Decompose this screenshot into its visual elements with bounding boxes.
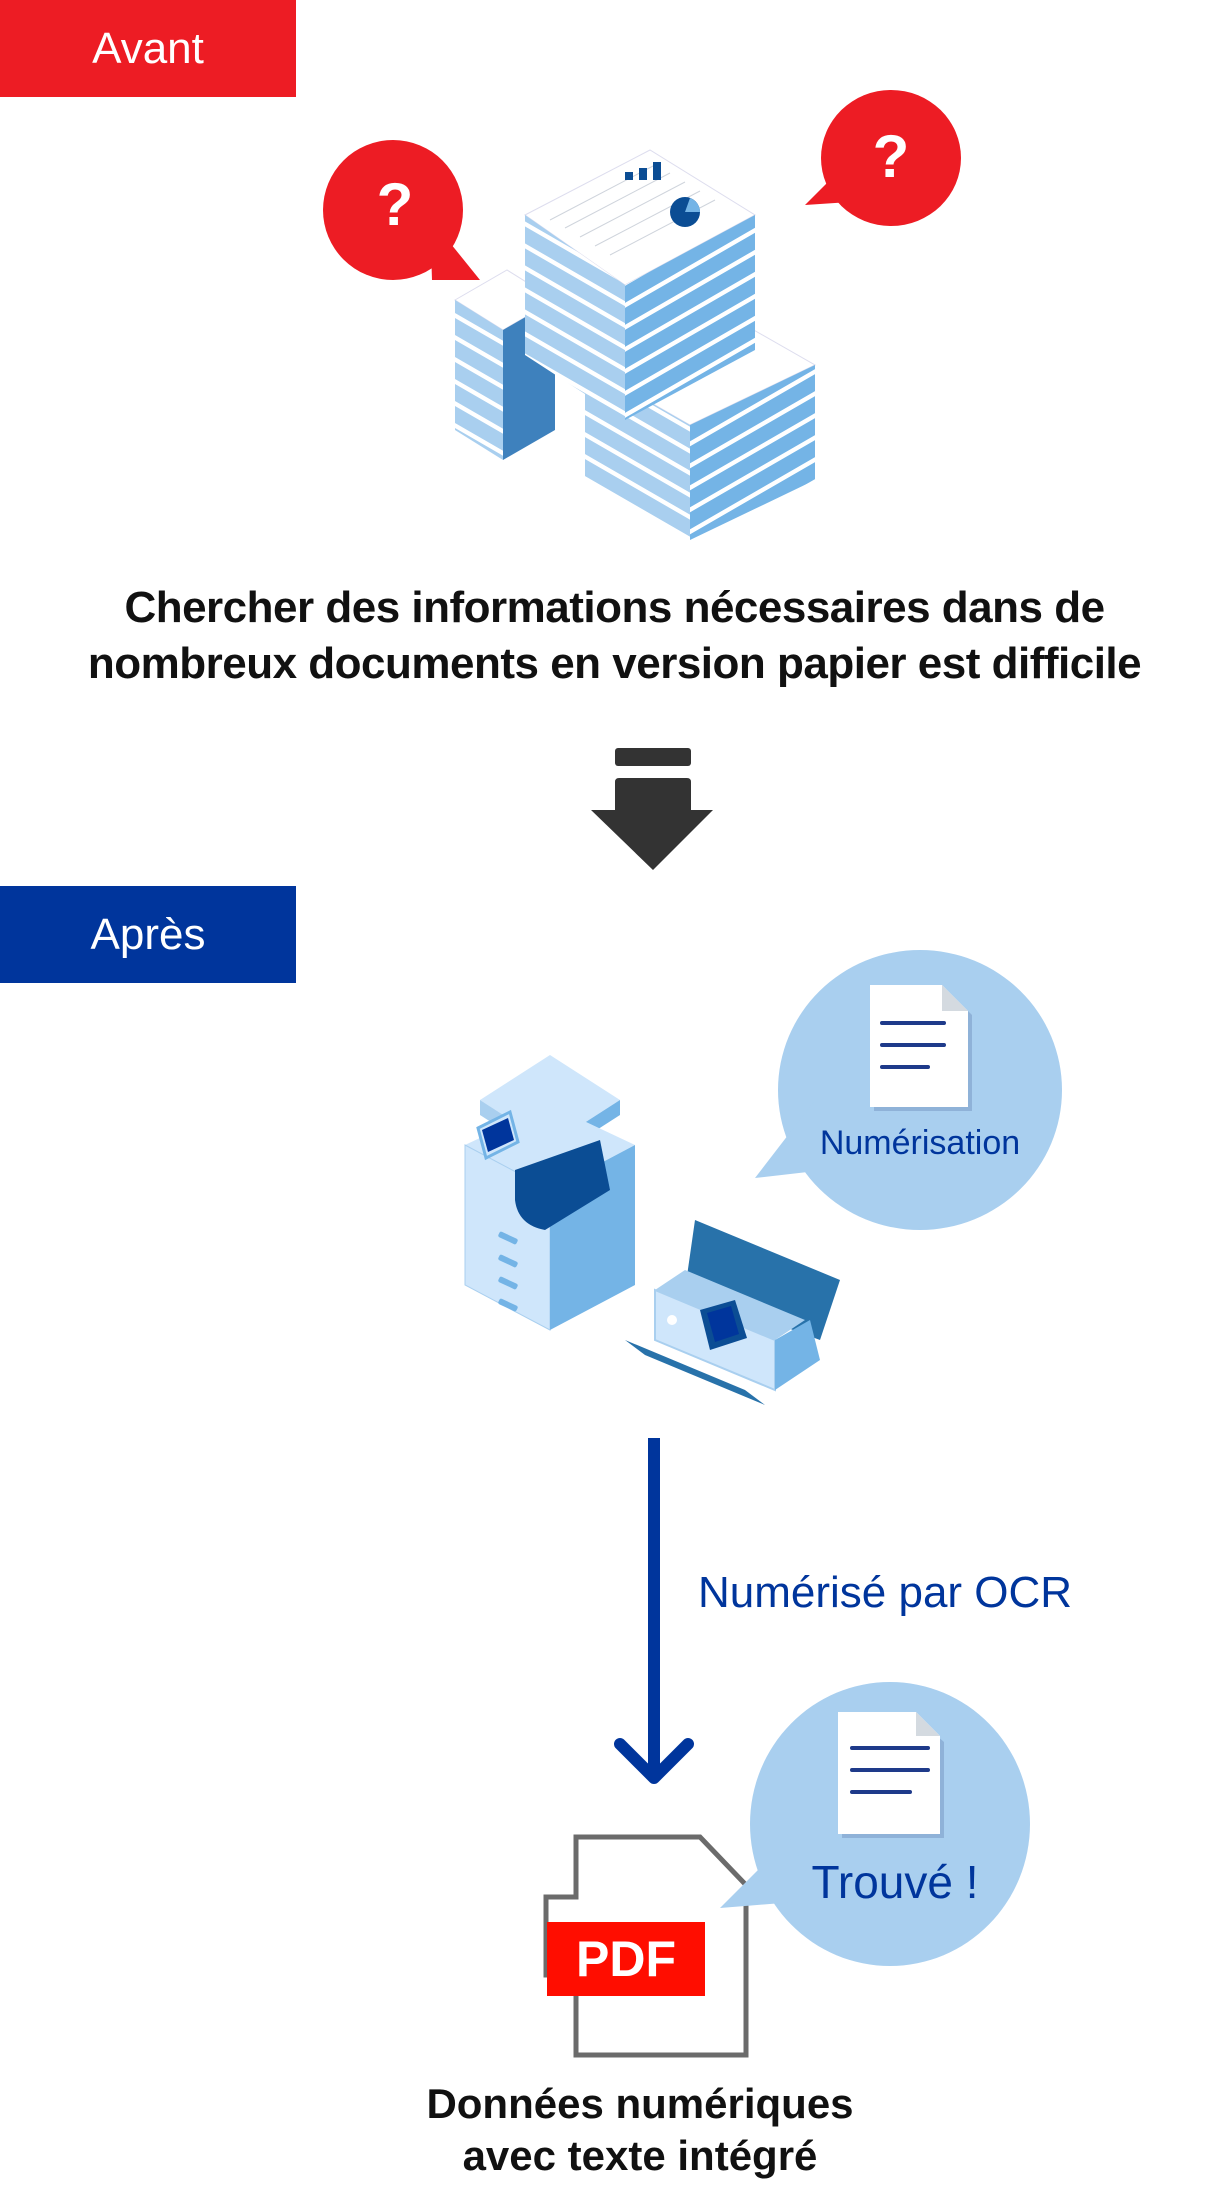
document-scanner-icon: [625, 1220, 840, 1405]
down-arrow-icon: [591, 748, 713, 870]
pdf-badge: PDF: [547, 1922, 705, 1996]
found-bubble-label: Trouvé !: [811, 1856, 979, 1908]
before-tag-label: Avant: [92, 23, 204, 73]
ocr-flow-arrow-icon: [614, 1438, 694, 1784]
question-bubble-right-icon: [805, 90, 961, 226]
paper-stacks-illustration: [454, 149, 817, 540]
after-section-tag: Après: [0, 886, 296, 983]
after-caption: Données numériques avec texte intégré: [300, 2078, 980, 2182]
after-caption-line-1: Données numériques: [426, 2080, 854, 2127]
document-icon: [870, 985, 972, 1111]
before-caption: Chercher des informations nécessaires da…: [0, 580, 1229, 692]
question-mark-left: ?: [376, 171, 414, 238]
pdf-badge-label: PDF: [576, 1931, 676, 1987]
before-section-tag: Avant: [0, 0, 296, 97]
question-mark-right: ?: [872, 123, 910, 190]
ocr-label: Numérisé par OCR: [698, 1568, 1073, 1617]
scan-bubble-label: Numérisation: [819, 1124, 1021, 1162]
after-tag-label: Après: [90, 909, 206, 959]
question-bubble-left-icon: [323, 140, 480, 280]
document-icon-found: [838, 1712, 944, 1838]
multifunction-printer-icon: [464, 1055, 635, 1331]
before-caption-line-1: Chercher des informations nécessaires da…: [124, 583, 1105, 632]
after-caption-line-2: avec texte intégré: [462, 2132, 818, 2179]
before-caption-line-2: nombreux documents en version papier est…: [87, 639, 1142, 688]
